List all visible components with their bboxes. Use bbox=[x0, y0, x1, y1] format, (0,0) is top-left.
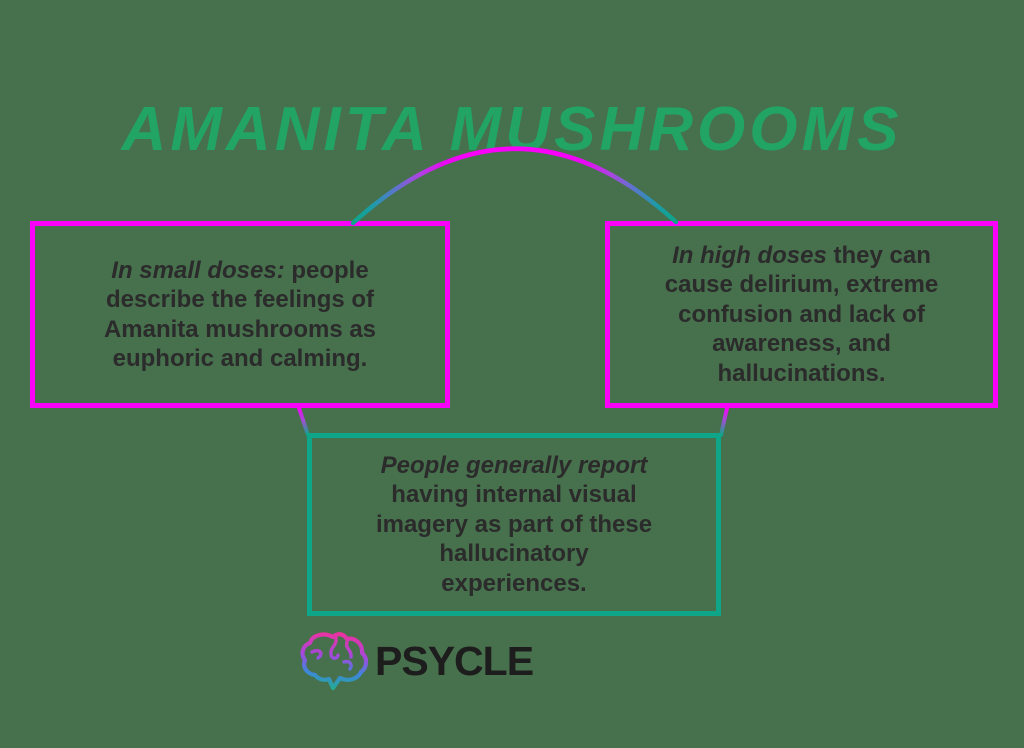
report-lead: People generally report bbox=[380, 451, 648, 479]
small-doses-line2: describe the feelings of bbox=[105, 286, 375, 313]
high-doses-lead: In high doses bbox=[672, 241, 827, 269]
small-doses-box: In small doses: people describe the feel… bbox=[30, 221, 450, 408]
small-doses-line4: euphoric and calming. bbox=[112, 345, 368, 372]
report-line3: imagery as part of these bbox=[375, 510, 653, 538]
left-bottom-connector bbox=[297, 406, 310, 437]
psycle-logo-text: PSYCLE bbox=[375, 638, 534, 684]
brain-gradient-icon bbox=[300, 632, 368, 691]
high-doses-line1: In high doses they can bbox=[672, 241, 931, 269]
small-doses-line1: In small doses: people bbox=[111, 256, 369, 284]
psycle-logo: PSYCLE bbox=[300, 628, 534, 694]
high-doses-line3: confusion and lack of bbox=[678, 300, 925, 328]
report-line2: having internal visual bbox=[391, 481, 637, 509]
general-report-box: People generally report having internal … bbox=[307, 433, 721, 616]
right-bottom-connector bbox=[719, 406, 729, 437]
high-doses-line5: hallucinations. bbox=[717, 359, 886, 387]
high-doses-line4: awareness, and bbox=[712, 330, 891, 358]
report-line5: experiences. bbox=[441, 569, 587, 597]
report-line1: People generally report bbox=[312, 451, 716, 481]
page-title: AMANITA MUSHROOMS bbox=[121, 94, 903, 164]
high-doses-box: In high doses they can cause delirium, e… bbox=[605, 221, 998, 408]
high-doses-line2: cause delirium, extreme bbox=[664, 271, 939, 299]
small-doses-lead: In small doses: bbox=[111, 256, 285, 284]
report-line4: hallucinatory bbox=[439, 540, 589, 568]
small-doses-line3: Amanita mushrooms as bbox=[103, 315, 377, 343]
